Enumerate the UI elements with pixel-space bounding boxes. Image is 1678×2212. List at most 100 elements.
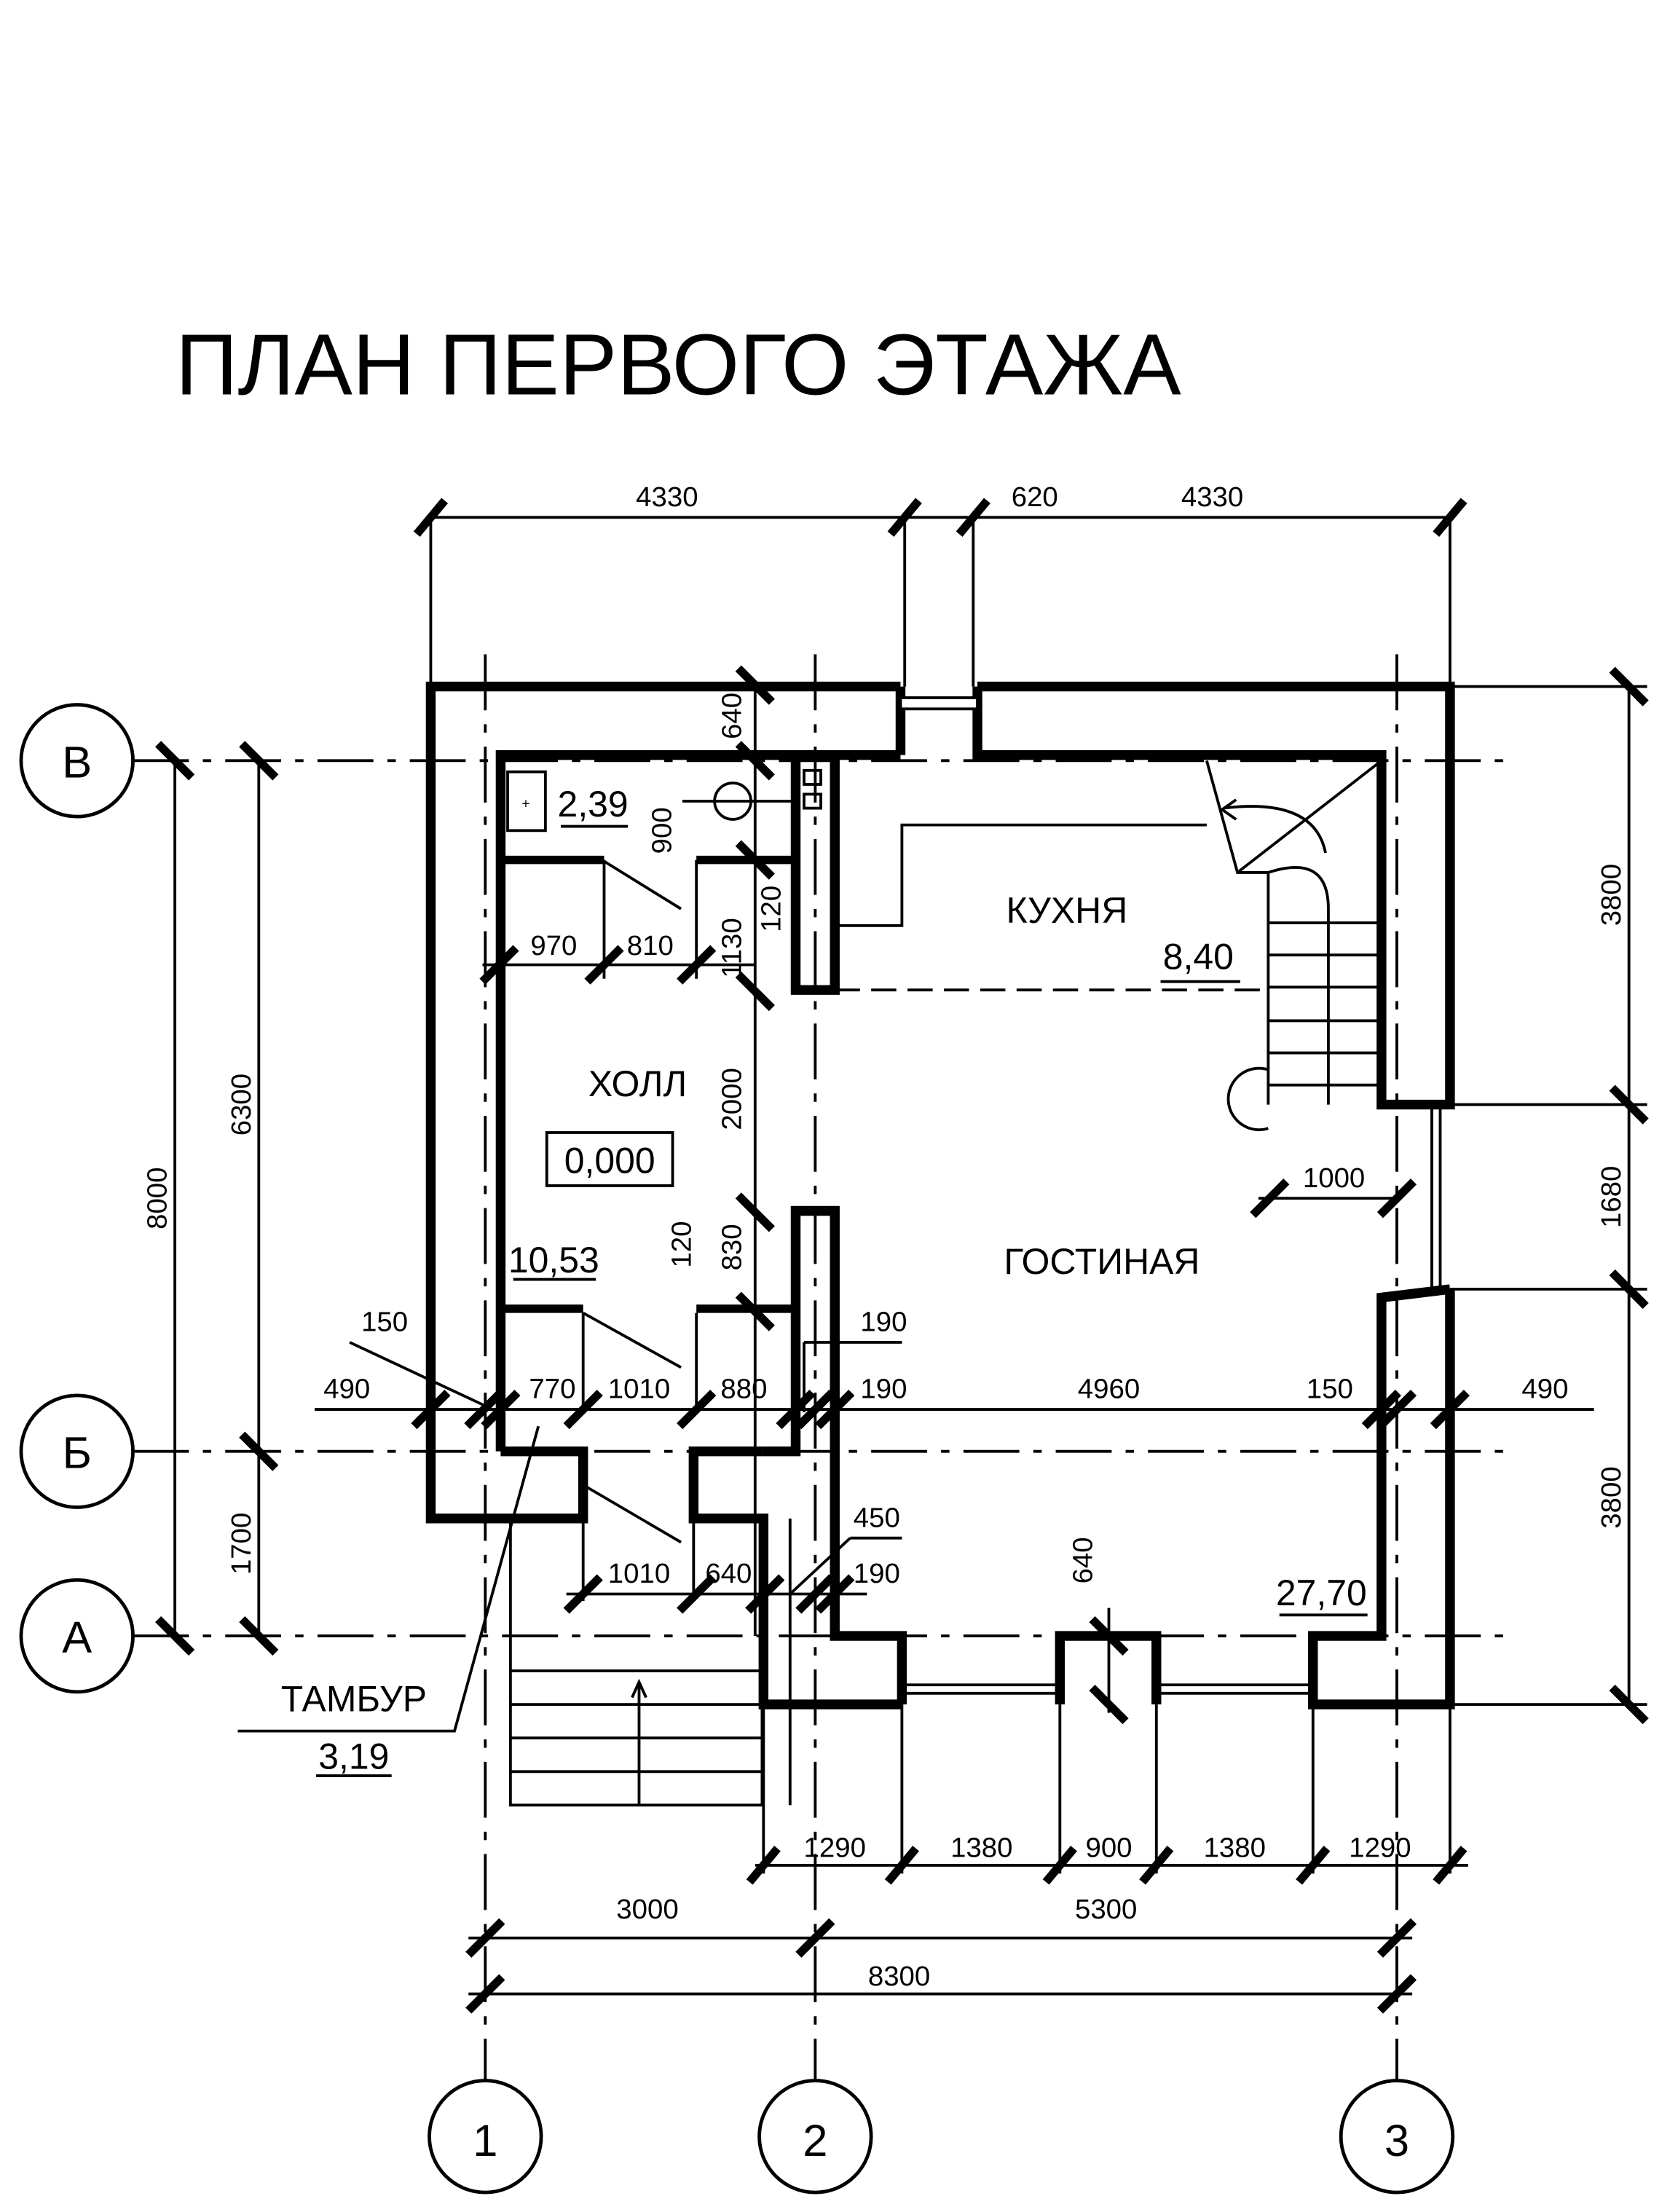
wc-door-swing [603, 859, 682, 910]
axis-bubble-1: 1 [428, 2079, 543, 2195]
svg-text:3: 3 [1384, 2116, 1409, 2166]
dim-b-880: 880 [720, 1374, 767, 1405]
dim-bottom-5: 1290 [1349, 1832, 1411, 1863]
dim-wc-wall: 640 [717, 693, 748, 739]
svg-text:1: 1 [473, 2116, 497, 2166]
wc-partition-left [500, 855, 604, 865]
svg-text:В: В [62, 737, 92, 787]
wc-area: 2,39 [558, 784, 629, 824]
entrance-door-swing [582, 1484, 682, 1544]
kitchen-fixtures [803, 768, 1266, 992]
dim-a-190: 190 [854, 1558, 900, 1589]
dim-bottom-1: 1290 [804, 1832, 866, 1863]
dim-bottom-4: 1380 [1204, 1832, 1266, 1863]
dim-a-640: 640 [705, 1558, 752, 1589]
vent-1 [803, 768, 822, 786]
dim-a-450: 450 [854, 1502, 900, 1533]
dim-right-lower: 3800 [1596, 1466, 1627, 1528]
dimension-texts: 4330 620 4330 8000 6300 1700 3800 1680 3… [142, 481, 1628, 1992]
stair-arrow-arc [1223, 805, 1327, 854]
dim-left-lower: 1700 [226, 1513, 257, 1575]
kitchen-label: КУХНЯ [1007, 890, 1128, 931]
dim-top-right: 4330 [1181, 481, 1243, 513]
dim-wc-partition: 120 [755, 886, 787, 932]
dim-bottom-3: 900 [1085, 1832, 1132, 1863]
room-label-underlines [237, 824, 1368, 1777]
axis-bubble-a: А [19, 1578, 135, 1694]
vestibule-area: 3,19 [318, 1736, 389, 1776]
dim-left-upper: 6300 [226, 1074, 257, 1135]
vestibule-partition-left [500, 1304, 583, 1313]
vent-2 [803, 792, 822, 810]
dim-b-150-left: 150 [361, 1307, 408, 1338]
dim-b-150-right: 150 [1307, 1374, 1353, 1405]
dim-wc-door-h: 900 [647, 807, 678, 854]
axis-bubble-3: 3 [1339, 2079, 1455, 2195]
dim-b-490-left: 490 [323, 1374, 370, 1405]
steps-arrow-head [631, 1678, 647, 1699]
stair-diagonal [1236, 759, 1383, 874]
hall-label: ХОЛЛ [588, 1063, 687, 1104]
vestibule-door-swing [582, 1311, 682, 1369]
dim-axis-12: 3000 [616, 1894, 678, 1925]
dim-b-770: 770 [529, 1374, 575, 1405]
stair-arrow-head [1219, 798, 1237, 821]
dim-hall-2000: 2000 [717, 1068, 748, 1130]
living-label: ГОСТИНАЯ [1004, 1241, 1200, 1282]
window-north [899, 696, 979, 711]
dim-top-gap: 620 [1012, 481, 1058, 513]
inner-wall-west [495, 749, 901, 1452]
level-mark-box [545, 1131, 674, 1187]
wc-partition-right [696, 855, 797, 865]
stair-outline [1205, 760, 1270, 1105]
stair-curve [1267, 866, 1330, 1105]
svg-text:2: 2 [803, 2116, 827, 2166]
windows [899, 696, 1442, 1695]
kitchen-area: 8,40 [1163, 936, 1234, 977]
dim-wc-left: 970 [530, 930, 577, 961]
kitchen-counter [835, 823, 1207, 927]
wall-south-west [688, 1446, 902, 1709]
partition-hall-kitchen [790, 755, 840, 995]
sink-plus-icon: + [521, 797, 529, 812]
stair-newel [1226, 1066, 1269, 1131]
vestibule-label: ТАМБУР [281, 1679, 427, 1720]
dimension-lines [155, 497, 1649, 2014]
plan-title: ПЛАН ПЕРВОГО ЭТАЖА [176, 316, 1181, 413]
axis-bubble-2: 2 [757, 2079, 873, 2195]
walls [425, 681, 1455, 1709]
dim-a-1010: 1010 [608, 1558, 670, 1589]
dim-right-window: 1680 [1596, 1166, 1627, 1228]
room-labels: КУХНЯ 8,40 ХОЛЛ 0,000 10,53 ГОСТИНАЯ 27,… [281, 784, 1367, 1776]
dim-hall-830: 830 [717, 1224, 748, 1270]
dim-b-1010: 1010 [608, 1374, 670, 1405]
dim-b-190: 190 [860, 1374, 907, 1405]
axis-bubble-v: В [19, 703, 135, 819]
wall-east-lower [1308, 1284, 1455, 1709]
dim-axis-23: 5300 [1075, 1894, 1137, 1925]
vestibule-leader [237, 1425, 540, 1733]
dim-wc-door-w: 810 [627, 930, 674, 961]
partition-hall-living-lower [762, 1205, 907, 1705]
dim-left-total: 8000 [142, 1168, 173, 1229]
dim-hall-120: 120 [666, 1221, 698, 1268]
dim-b-190-upper: 190 [860, 1307, 907, 1338]
dim-axis-total: 8300 [868, 1961, 930, 1992]
svg-text:Б: Б [63, 1428, 92, 1479]
hall-level: 0,000 [564, 1141, 655, 1181]
dim-b-490-right: 490 [1521, 1374, 1568, 1405]
dim-bottom-2: 1380 [950, 1832, 1012, 1863]
svg-text:А: А [62, 1613, 92, 1663]
grid-axes [133, 654, 1510, 2111]
dim-right-upper: 3800 [1596, 864, 1627, 926]
wc-fixtures: + [506, 770, 797, 1544]
axis-markers: В Б А 1 2 3 [19, 703, 1455, 2195]
dim-b-4960: 4960 [1078, 1374, 1140, 1405]
dim-top-left: 4330 [636, 481, 698, 513]
staircase [1205, 759, 1383, 1131]
dim-hall-open: 1130 [717, 918, 748, 978]
living-area: 27,70 [1276, 1573, 1367, 1613]
sink-icon [506, 770, 547, 833]
outer-wall-west [425, 681, 901, 1524]
